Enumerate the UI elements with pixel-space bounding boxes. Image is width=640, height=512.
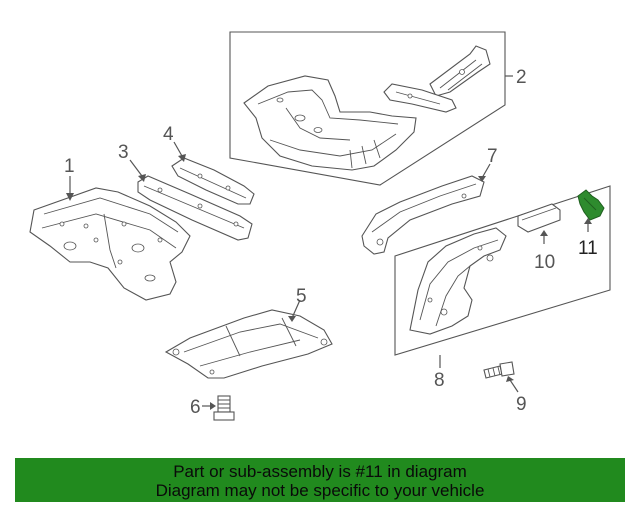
callout-9-arrowhead: [506, 376, 514, 382]
callout-5-leader: [291, 299, 301, 319]
callout-1: 1: [64, 156, 75, 177]
callout-10: 10: [534, 252, 555, 273]
rear-subframe[interactable]: [164, 309, 333, 379]
callout-1-arrowhead: [66, 193, 74, 201]
callout-9: 9: [516, 394, 527, 415]
callout-9-leader: [509, 379, 519, 393]
notice-line-2: Diagram may not be specific to your vehi…: [155, 481, 485, 500]
diagram-notice-banner: Part or sub-assembly is #11 in diagram D…: [15, 458, 625, 502]
highlighted-gusset-part-11[interactable]: [577, 189, 605, 221]
notice-line-1: Part or sub-assembly is #11 in diagram: [173, 462, 467, 481]
callout-2: 2: [516, 67, 527, 88]
part-11-detail: [583, 197, 597, 211]
bolt-part-9[interactable]: [483, 361, 515, 379]
front-floor-panel[interactable]: [29, 187, 191, 301]
bolt-part-6[interactable]: [213, 395, 235, 421]
callout-7: 7: [487, 146, 498, 167]
callout-10-arrowhead: [540, 230, 548, 236]
callout-5: 5: [296, 286, 307, 307]
rear-floor-small-bracket[interactable]: [383, 83, 457, 113]
callout-7-arrowhead: [478, 176, 486, 182]
callout-4-leader: [173, 141, 183, 157]
callout-3: 3: [118, 142, 129, 163]
callout-3-leader: [129, 159, 143, 177]
rear-floor-crossmember-bracket[interactable]: [429, 45, 491, 97]
rear-inner-frame[interactable]: [409, 227, 507, 335]
callout-4-arrowhead: [178, 154, 186, 162]
rear-frame-bracket[interactable]: [517, 203, 561, 233]
callout-4: 4: [163, 124, 174, 145]
callout-11-arrowhead: [584, 218, 592, 224]
callout-7-leader: [481, 163, 491, 179]
callout-5-arrowhead: [288, 316, 296, 322]
callout-3-arrowhead: [138, 174, 146, 182]
front-floor-crossmember[interactable]: [137, 175, 253, 241]
callout-8: 8: [434, 370, 445, 391]
middle-floor-crossmember[interactable]: [171, 157, 255, 205]
callout-11: 11: [578, 238, 598, 259]
rear-floor-pan[interactable]: [243, 75, 417, 171]
callout-6: 6: [190, 397, 201, 418]
callout-6-arrowhead: [210, 402, 216, 410]
part-2-group-box: [229, 31, 506, 186]
rear-side-frame[interactable]: [361, 175, 485, 255]
